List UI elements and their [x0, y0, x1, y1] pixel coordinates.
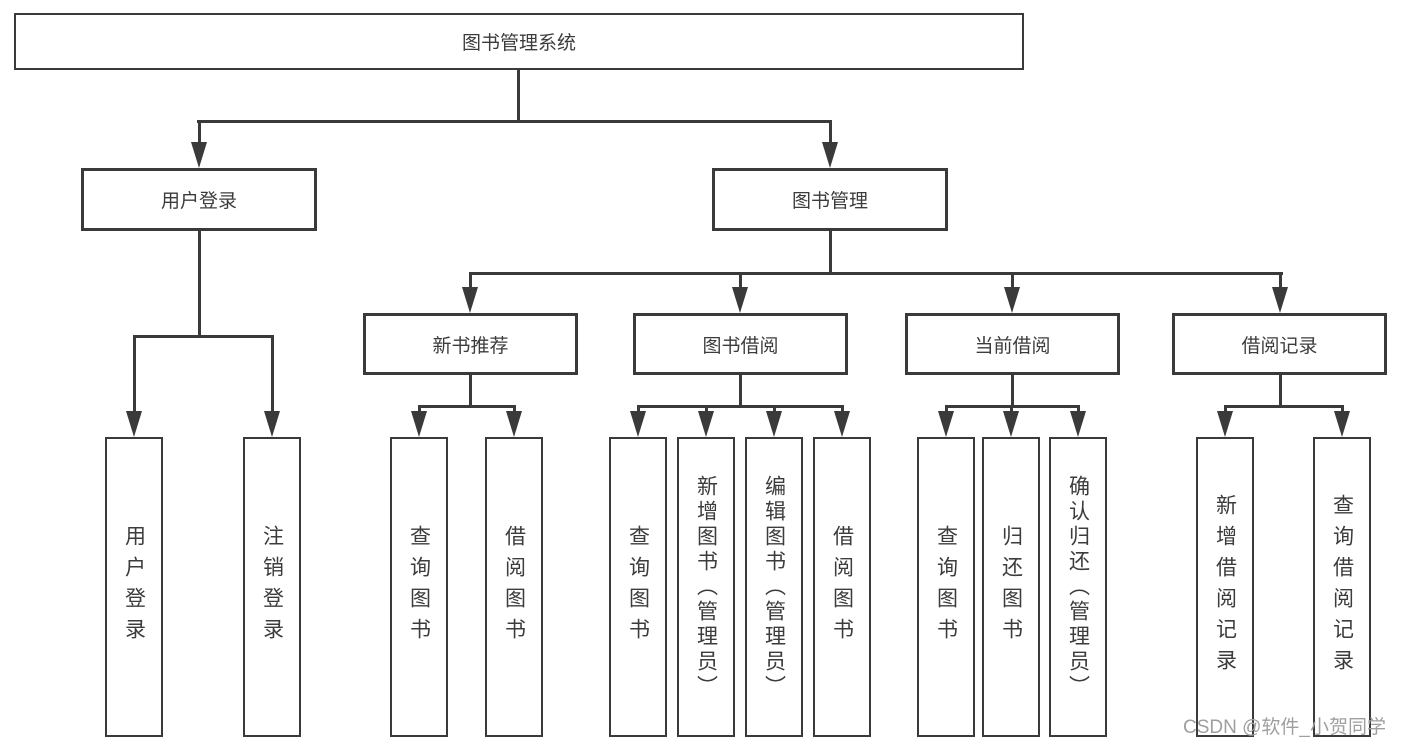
csdn-watermark: CSDN @软件_小贺同学	[1183, 717, 1386, 738]
arrow-down-icon	[1003, 411, 1019, 437]
connector-drop-l3	[1279, 272, 1282, 290]
connector-mgmt-stem	[829, 230, 832, 274]
arrow-down-icon	[1272, 287, 1288, 313]
arrow-down-icon	[834, 411, 850, 437]
node-library-management-system: 图书管理系统	[14, 13, 1024, 70]
leaf-logout: 注销登录	[243, 437, 301, 737]
connector-drop-l3	[739, 272, 742, 290]
leaf-user-login: 用户登录	[105, 437, 163, 737]
node-current-borrowing: 当前借阅	[905, 313, 1120, 375]
connector-leaf-rail	[418, 405, 516, 408]
connector-l3-stem	[1279, 375, 1282, 408]
leaf-borrow-book: 借阅图书	[813, 437, 871, 737]
node-book-management: 图书管理	[712, 168, 948, 231]
node-borrowing-records: 借阅记录	[1172, 313, 1387, 375]
connector-drop-leaf	[705, 405, 708, 415]
leaf-return-book: 归还图书	[982, 437, 1040, 737]
arrow-down-icon	[1004, 287, 1020, 313]
connector-drop-user-login	[198, 120, 201, 146]
leaf-add-borrow-record: 新增借阅记录	[1196, 437, 1254, 737]
connector-drop-l3	[1011, 272, 1014, 290]
arrow-down-icon	[462, 287, 478, 313]
connector-drop-leaf	[418, 405, 421, 415]
connector-l3-stem	[1011, 375, 1014, 408]
connector-drop-leaf	[945, 405, 948, 415]
connector-l3-stem	[739, 375, 742, 408]
leaf-edit-book-admin: 编辑图书（管理员）	[745, 437, 803, 737]
leaf-query-book-current: 查询图书	[917, 437, 975, 737]
connector-level3-rail	[469, 272, 1283, 275]
arrow-down-icon	[732, 287, 748, 313]
arrow-down-icon	[822, 142, 838, 168]
connector-level2-rail	[197, 120, 832, 123]
arrow-down-icon	[1334, 411, 1350, 437]
connector-drop-book-management	[829, 120, 832, 146]
node-user-login: 用户登录	[81, 168, 317, 231]
node-new-book-recommendation: 新书推荐	[363, 313, 578, 375]
connector-login-rail	[133, 335, 274, 338]
connector-drop-leaf	[841, 405, 844, 415]
connector-drop-leaf	[1077, 405, 1080, 415]
leaf-query-book-recommend: 查询图书	[390, 437, 448, 737]
leaf-borrow-book-recommend: 借阅图书	[485, 437, 543, 737]
arrow-down-icon	[506, 411, 522, 437]
connector-drop-leaf	[133, 335, 136, 415]
arrow-down-icon	[264, 411, 280, 437]
arrow-down-icon	[630, 411, 646, 437]
arrow-down-icon	[938, 411, 954, 437]
connector-leaf-rail	[637, 405, 844, 408]
connector-root-stem	[517, 69, 520, 122]
arrow-down-icon	[766, 411, 782, 437]
connector-drop-leaf	[1010, 405, 1013, 415]
connector-drop-leaf	[1341, 405, 1344, 415]
leaf-query-book-borrowing: 查询图书	[609, 437, 667, 737]
leaf-query-borrow-record: 查询借阅记录	[1313, 437, 1371, 737]
node-book-borrowing: 图书借阅	[633, 313, 848, 375]
connector-drop-leaf	[271, 335, 274, 415]
arrow-down-icon	[1070, 411, 1086, 437]
leaf-confirm-return-admin: 确认归还（管理员）	[1049, 437, 1107, 737]
connector-drop-leaf	[513, 405, 516, 415]
connector-leaf-rail	[1224, 405, 1344, 408]
connector-login-stem	[198, 230, 201, 337]
arrow-down-icon	[1217, 411, 1233, 437]
connector-l3-stem	[469, 375, 472, 408]
connector-drop-l3	[469, 272, 472, 290]
connector-drop-leaf	[637, 405, 640, 415]
arrow-down-icon	[411, 411, 427, 437]
connector-drop-leaf	[773, 405, 776, 415]
leaf-add-book-admin: 新增图书（管理员）	[677, 437, 735, 737]
connector-drop-leaf	[1224, 405, 1227, 415]
arrow-down-icon	[698, 411, 714, 437]
arrow-down-icon	[126, 411, 142, 437]
arrow-down-icon	[191, 142, 207, 168]
